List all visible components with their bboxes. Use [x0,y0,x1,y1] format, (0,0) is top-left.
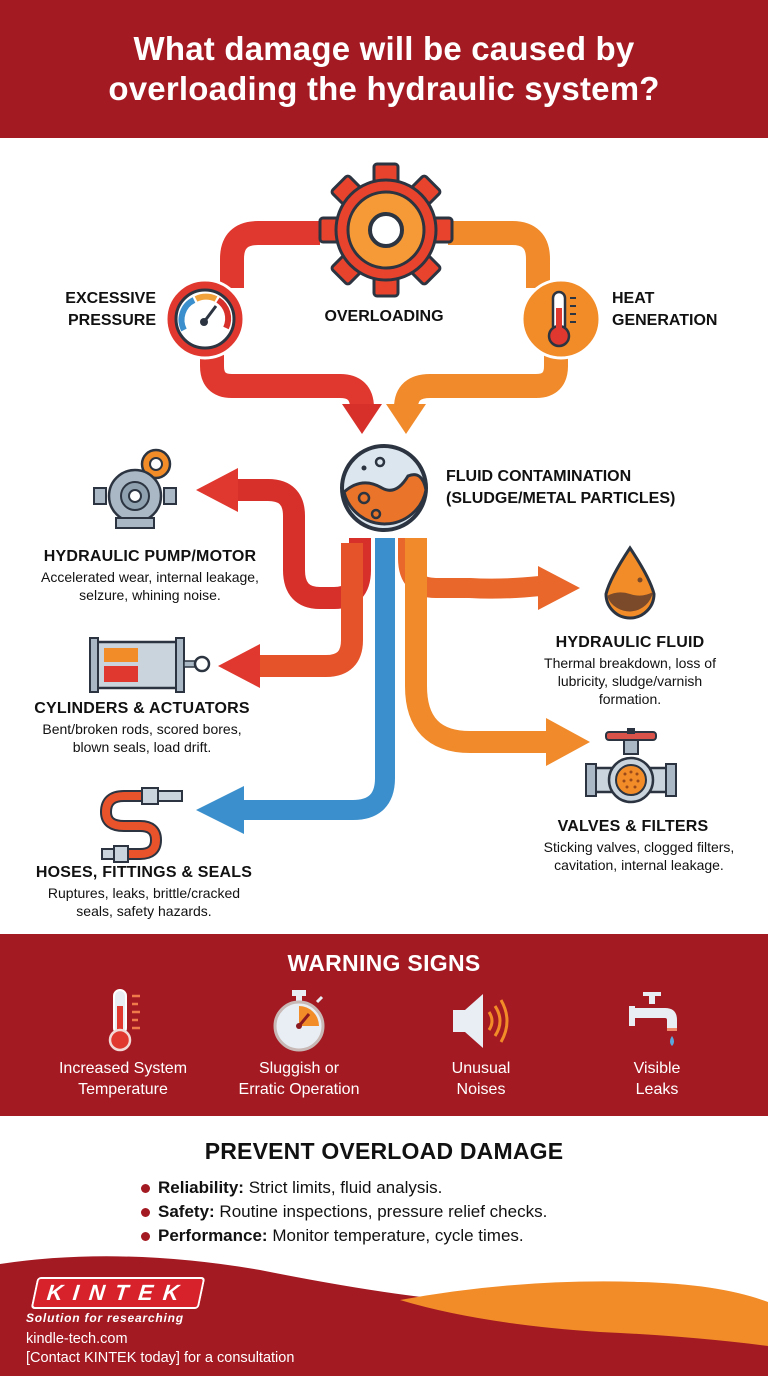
pump-motor-desc: Accelerated wear, internal leakage, selz… [41,569,259,603]
hose-icon [100,787,183,863]
prevent-item-safety: Safety: Routine inspections, pressure re… [140,1200,547,1224]
title-line-2: overloading the hydraulic system? [108,70,660,107]
overloading-label: OVERLOADING [324,308,444,325]
thermometer-icon [108,989,140,1052]
website-link[interactable]: kindle-tech.com [26,1331,128,1347]
pressure-gauge-icon [164,278,246,360]
pump-motor-title: HYDRAULIC PUMP/MOTOR [43,548,257,565]
speaker-icon [453,994,509,1048]
flow-arrows [196,221,590,834]
tagline: Solution for researching [26,1311,184,1325]
faucet-icon [629,992,677,1046]
contact-cta-link[interactable]: [Contact KINTEK today] for a consultatio… [26,1350,295,1366]
prevent-list: Reliability: Strict limits, fluid analys… [140,1176,547,1248]
oil-drop-icon [604,545,656,620]
prevent-item-performance: Performance: Monitor temperature, cycle … [140,1224,547,1248]
hydraulic-fluid-desc: Thermal breakdown, loss of lubricity, sl… [544,655,716,707]
excessive-pressure-label: EXCESSIVE PRESSURE [65,290,156,329]
valves-filters-title: VALVES & FILTERS [557,818,709,835]
page-title: What damage will be caused by overloadin… [108,29,659,109]
cylinders-desc: Bent/broken rods, scored bores, blown se… [42,721,242,755]
pump-motor-icon [93,448,177,529]
prevent-section: PREVENT OVERLOAD DAMAGE Reliability: Str… [0,1118,768,1268]
damage-flow-diagram: OVERLOADING EXCESSIVE PRESSURE HEAT GENE… [0,138,768,930]
stopwatch-icon [273,990,325,1052]
contaminated-fluid-icon [339,443,429,533]
hoses-desc: Ruptures, leaks, brittle/cracked seals, … [47,885,241,919]
kintek-logo[interactable]: KINTEK [30,1277,206,1309]
heat-generation-label: HEAT GENERATION [612,290,718,329]
prevent-title: PREVENT OVERLOAD DAMAGE [204,1138,564,1164]
hoses-title: HOSES, FITTINGS & SEALS [35,864,253,881]
footer: KINTEK Solution for researching kindle-t… [0,1250,768,1376]
cylinders-title: CYLINDERS & ACTUATORS [34,700,250,717]
fluid-contamination-label: FLUID CONTAMINATION (SLUDGE/METAL PARTIC… [446,468,676,507]
hydraulic-fluid-title: HYDRAULIC FLUID [555,634,705,651]
gear-icon [318,162,454,298]
thermometer-icon [520,278,602,360]
cylinder-icon [89,637,211,693]
valves-filters-desc: Sticking valves, clogged filters, cavita… [543,839,735,873]
warning-title: WARNING SIGNS [287,950,481,976]
header-banner: What damage will be caused by overloadin… [0,0,768,138]
title-line-1: What damage will be caused by [133,30,635,67]
prevent-item-reliability: Reliability: Strict limits, fluid analys… [140,1176,547,1200]
valve-icon [585,728,677,804]
